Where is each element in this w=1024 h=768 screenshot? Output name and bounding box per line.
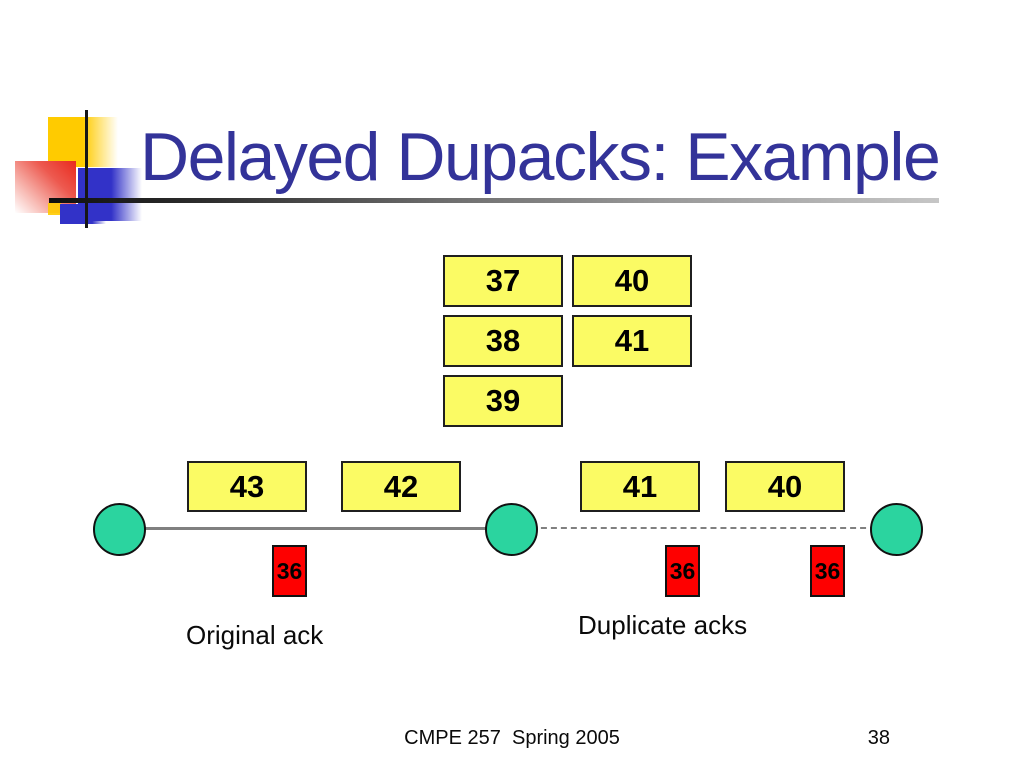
buffer-packet-box: 39 xyxy=(443,375,563,427)
footer-course-label: CMPE 257 Spring 2005 xyxy=(404,727,620,749)
network-node-left xyxy=(93,503,146,556)
solid-link-line xyxy=(119,527,511,530)
link-packet-box: 40 xyxy=(725,461,845,512)
network-node-middle xyxy=(485,503,538,556)
link-packet-box: 42 xyxy=(341,461,461,512)
accent-blue-square-small-icon xyxy=(60,204,106,224)
link-packet-box: 43 xyxy=(187,461,307,512)
ack-box: 36 xyxy=(665,545,700,597)
accent-vertical-line xyxy=(85,110,88,228)
buffer-packet-box: 37 xyxy=(443,255,563,307)
buffer-packet-box: 41 xyxy=(572,315,692,367)
dashed-link-line xyxy=(511,527,896,529)
buffer-packet-box: 38 xyxy=(443,315,563,367)
accent-yellow-square-icon xyxy=(48,117,118,167)
original-ack-caption: Original ack xyxy=(186,620,324,650)
link-packet-box: 41 xyxy=(580,461,700,512)
duplicate-acks-caption: Duplicate acks xyxy=(578,610,748,640)
footer-slide-number: 38 xyxy=(867,727,890,749)
slide-title: Delayed Dupacks: Example xyxy=(140,119,941,195)
ack-box: 36 xyxy=(272,545,307,597)
title-underline xyxy=(49,198,939,203)
ack-box: 36 xyxy=(810,545,845,597)
buffer-packet-box: 40 xyxy=(572,255,692,307)
accent-yellow-square-small-icon xyxy=(48,203,61,215)
network-node-right xyxy=(870,503,923,556)
